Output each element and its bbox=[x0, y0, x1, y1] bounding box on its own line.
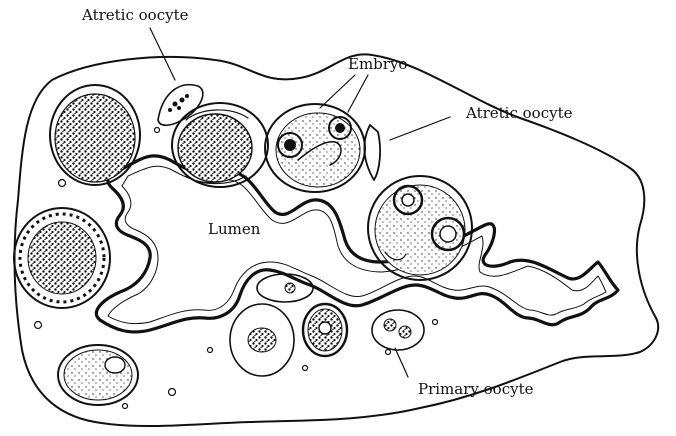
atretic-oocyte-crescent bbox=[364, 125, 380, 180]
follicle-left-middle bbox=[14, 208, 110, 308]
follicle-right-embryos bbox=[368, 176, 472, 280]
label-lumen: Lumen bbox=[208, 220, 261, 238]
primary-oocyte-1 bbox=[257, 274, 313, 302]
follicle-bottom-left bbox=[58, 345, 138, 405]
primary-oocyte-4 bbox=[372, 310, 424, 350]
label-atretic-oocyte-top: Atretic oocyte bbox=[81, 6, 189, 24]
follicle-center-dense bbox=[172, 103, 268, 187]
lumen-epithelium-inner bbox=[108, 166, 606, 323]
label-primary-oocyte: Primary oocyte bbox=[418, 380, 534, 398]
primary-oocyte-3 bbox=[303, 304, 347, 356]
label-embryo: Embryo bbox=[348, 55, 407, 73]
label-atretic-oocyte-right: Atretic oocyte bbox=[465, 104, 573, 122]
primary-oocyte-2 bbox=[230, 304, 294, 376]
follicle-large-top-left bbox=[50, 85, 140, 185]
cell-dot bbox=[155, 128, 160, 133]
embryo-chamber bbox=[265, 104, 365, 192]
lumen-epithelium bbox=[96, 156, 618, 332]
